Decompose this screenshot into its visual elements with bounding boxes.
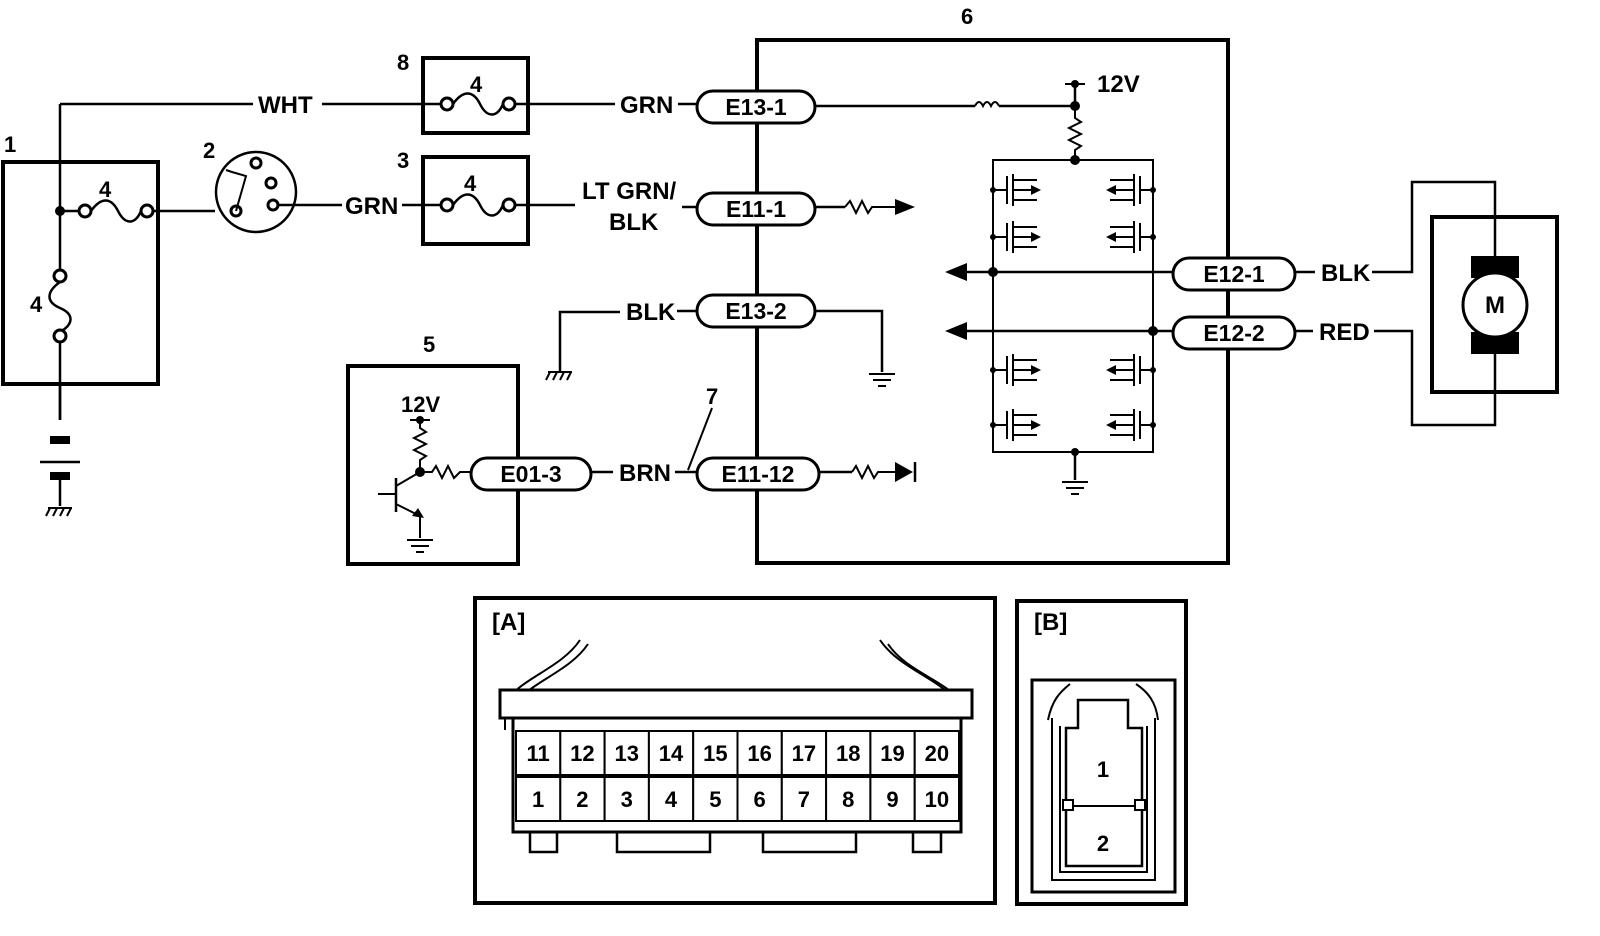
- connector-a-pin-19: 19: [880, 741, 904, 766]
- connector-a-pin-3: 3: [621, 787, 633, 812]
- connector-a-pin-13: 13: [615, 741, 639, 766]
- connector-a-pin-cell: [559, 730, 606, 776]
- fuse-icon: [439, 193, 517, 217]
- battery-icon: [40, 384, 80, 517]
- fuse-label: 4: [470, 72, 483, 97]
- connector-b-view: [B] 1 2: [1015, 599, 1188, 906]
- connector-b-label: [B]: [1034, 609, 1067, 636]
- connector-label-e01-3: E01-3: [500, 461, 561, 487]
- connector-a-pin-14: 14: [659, 741, 684, 766]
- connector-a-pin-cell: [515, 730, 562, 776]
- connector-e11-1: [695, 191, 817, 227]
- connector-a-label: [A]: [492, 609, 525, 636]
- connector-label-e11-12: E11-12: [722, 461, 795, 487]
- connector-label-e13-2: E13-2: [725, 298, 786, 324]
- motor: M: [1430, 215, 1559, 394]
- connector-label-e12-1: E12-1: [1203, 261, 1265, 287]
- ignition-switch-2: 2: [203, 138, 342, 234]
- connector-a-pin-cell: [647, 776, 695, 822]
- connector-a-pin-10: 10: [925, 787, 949, 812]
- component-3-label: 3: [397, 148, 409, 173]
- connector-e12-1: [1171, 256, 1297, 292]
- wire-label-red-motor: RED: [1319, 319, 1370, 346]
- wire-label-grn-mid: GRN: [345, 193, 398, 220]
- h-bridge: [945, 159, 1173, 495]
- connector-a-pin-cell: [736, 776, 783, 822]
- control-module-6: 6 E13-1 E11-1 E13-2 E11-12 12V: [695, 4, 1297, 565]
- connector-a-pin-15: 15: [703, 741, 727, 766]
- wire-label-blk-motor: BLK: [1321, 260, 1371, 287]
- connector-a-pin-20: 20: [925, 741, 949, 766]
- connector-a-pin-9: 9: [886, 787, 898, 812]
- connector-b-pin-2: 2: [1097, 831, 1109, 856]
- fuse-label: 4: [30, 292, 43, 317]
- fuse-3: 3 4: [397, 148, 530, 246]
- connector-a-pin-cell: [869, 730, 916, 776]
- connector-a-pin-12: 12: [570, 741, 594, 766]
- wire-label-lt-grn-blk: BLK: [609, 209, 659, 236]
- connector-a-pin-cell: [647, 730, 695, 776]
- connector-e01-3: [469, 456, 593, 492]
- component-7-label: 7: [706, 384, 718, 409]
- connector-a-pin-7: 7: [798, 787, 810, 812]
- connector-label-e11-1: E11-1: [726, 196, 786, 222]
- motor-icon: [1461, 271, 1529, 339]
- connector-e12-2: [1171, 315, 1297, 351]
- component-8-label: 8: [397, 50, 409, 75]
- fuse-label: 4: [464, 171, 477, 196]
- sensor-12v-label: 12V: [401, 392, 440, 417]
- connector-a-pin-cell: [913, 776, 961, 822]
- connector-a-pin-cell: [692, 730, 739, 776]
- connector-label-e13-1: E13-1: [725, 94, 787, 120]
- component-5-label: 5: [423, 332, 435, 357]
- component-6-label: 6: [961, 4, 973, 29]
- fuse-label: 4: [99, 177, 112, 202]
- fuse-8: 8 4: [397, 50, 530, 135]
- connector-a-pin-17: 17: [792, 741, 816, 766]
- connector-label-e12-2: E12-2: [1203, 320, 1264, 346]
- connector-a-pin-6: 6: [753, 787, 765, 812]
- wire-label-grn-top: GRN: [620, 92, 673, 119]
- connector-a-pin-16: 16: [747, 741, 771, 766]
- connector-b-pin-1: 1: [1097, 757, 1109, 782]
- module-12v-label: 12V: [1097, 71, 1140, 98]
- wire-label-brn: BRN: [619, 460, 671, 487]
- connector-a-pin-4: 4: [665, 787, 678, 812]
- component-2-label: 2: [203, 138, 215, 163]
- connector-a-pin-5: 5: [709, 787, 721, 812]
- connector-a-pin-cell: [913, 730, 961, 776]
- connector-a-pin-2: 2: [576, 787, 588, 812]
- wire-label-wht: WHT: [258, 92, 313, 119]
- component-1-label: 1: [4, 132, 16, 157]
- connector-a-pin-1: 1: [532, 787, 544, 812]
- connector-e11-12: [695, 456, 821, 492]
- motor-label: M: [1485, 292, 1505, 319]
- connector-a-pin-11: 11: [526, 741, 549, 766]
- connector-a-pin-cell: [825, 776, 872, 822]
- connector-a-pin-18: 18: [836, 741, 860, 766]
- connector-a-pin-cell: [825, 730, 872, 776]
- wire-label-lt-grn: LT GRN/: [582, 178, 677, 205]
- connector-a-pin-8: 8: [842, 787, 854, 812]
- fuse-box-1: 1 4 4: [1, 104, 215, 517]
- fuse-icon: [77, 199, 155, 223]
- sensor-module-5: 5 12V: [346, 332, 520, 566]
- connector-a-pin-cell: [559, 776, 606, 822]
- wire-label-blk-ground: BLK: [626, 299, 676, 326]
